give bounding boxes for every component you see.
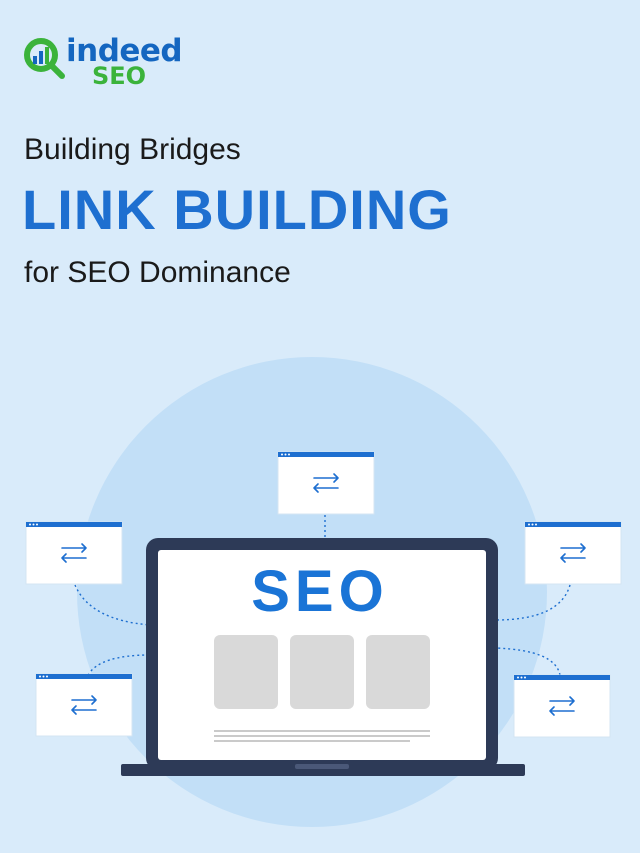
content-block-2 xyxy=(290,635,354,709)
connector-right-upper xyxy=(494,584,571,621)
magnifier-chart-icon xyxy=(24,38,65,79)
headline-line-2: LINK BUILDING xyxy=(22,178,452,241)
link-window-top xyxy=(277,451,375,515)
link-window-left-upper xyxy=(25,521,123,585)
headline-line-3: for SEO Dominance xyxy=(24,256,291,289)
headline-line-1: Building Bridges xyxy=(24,133,241,166)
connector-right-lower xyxy=(494,647,561,676)
content-block-3 xyxy=(366,635,430,709)
laptop-screen-title: SEO xyxy=(251,559,389,624)
content-block-1 xyxy=(214,635,278,709)
brand-name-secondary: SEO xyxy=(92,62,147,90)
connector-left-lower xyxy=(87,654,151,676)
brand-name-primary: indeed xyxy=(66,33,183,69)
link-window-left-lower xyxy=(35,673,133,737)
link-window-right-lower xyxy=(513,674,611,738)
laptop xyxy=(121,538,525,776)
brand-logo: indeed SEO xyxy=(22,34,192,90)
connector-left-upper xyxy=(74,584,151,626)
link-window-right-upper xyxy=(524,521,622,585)
